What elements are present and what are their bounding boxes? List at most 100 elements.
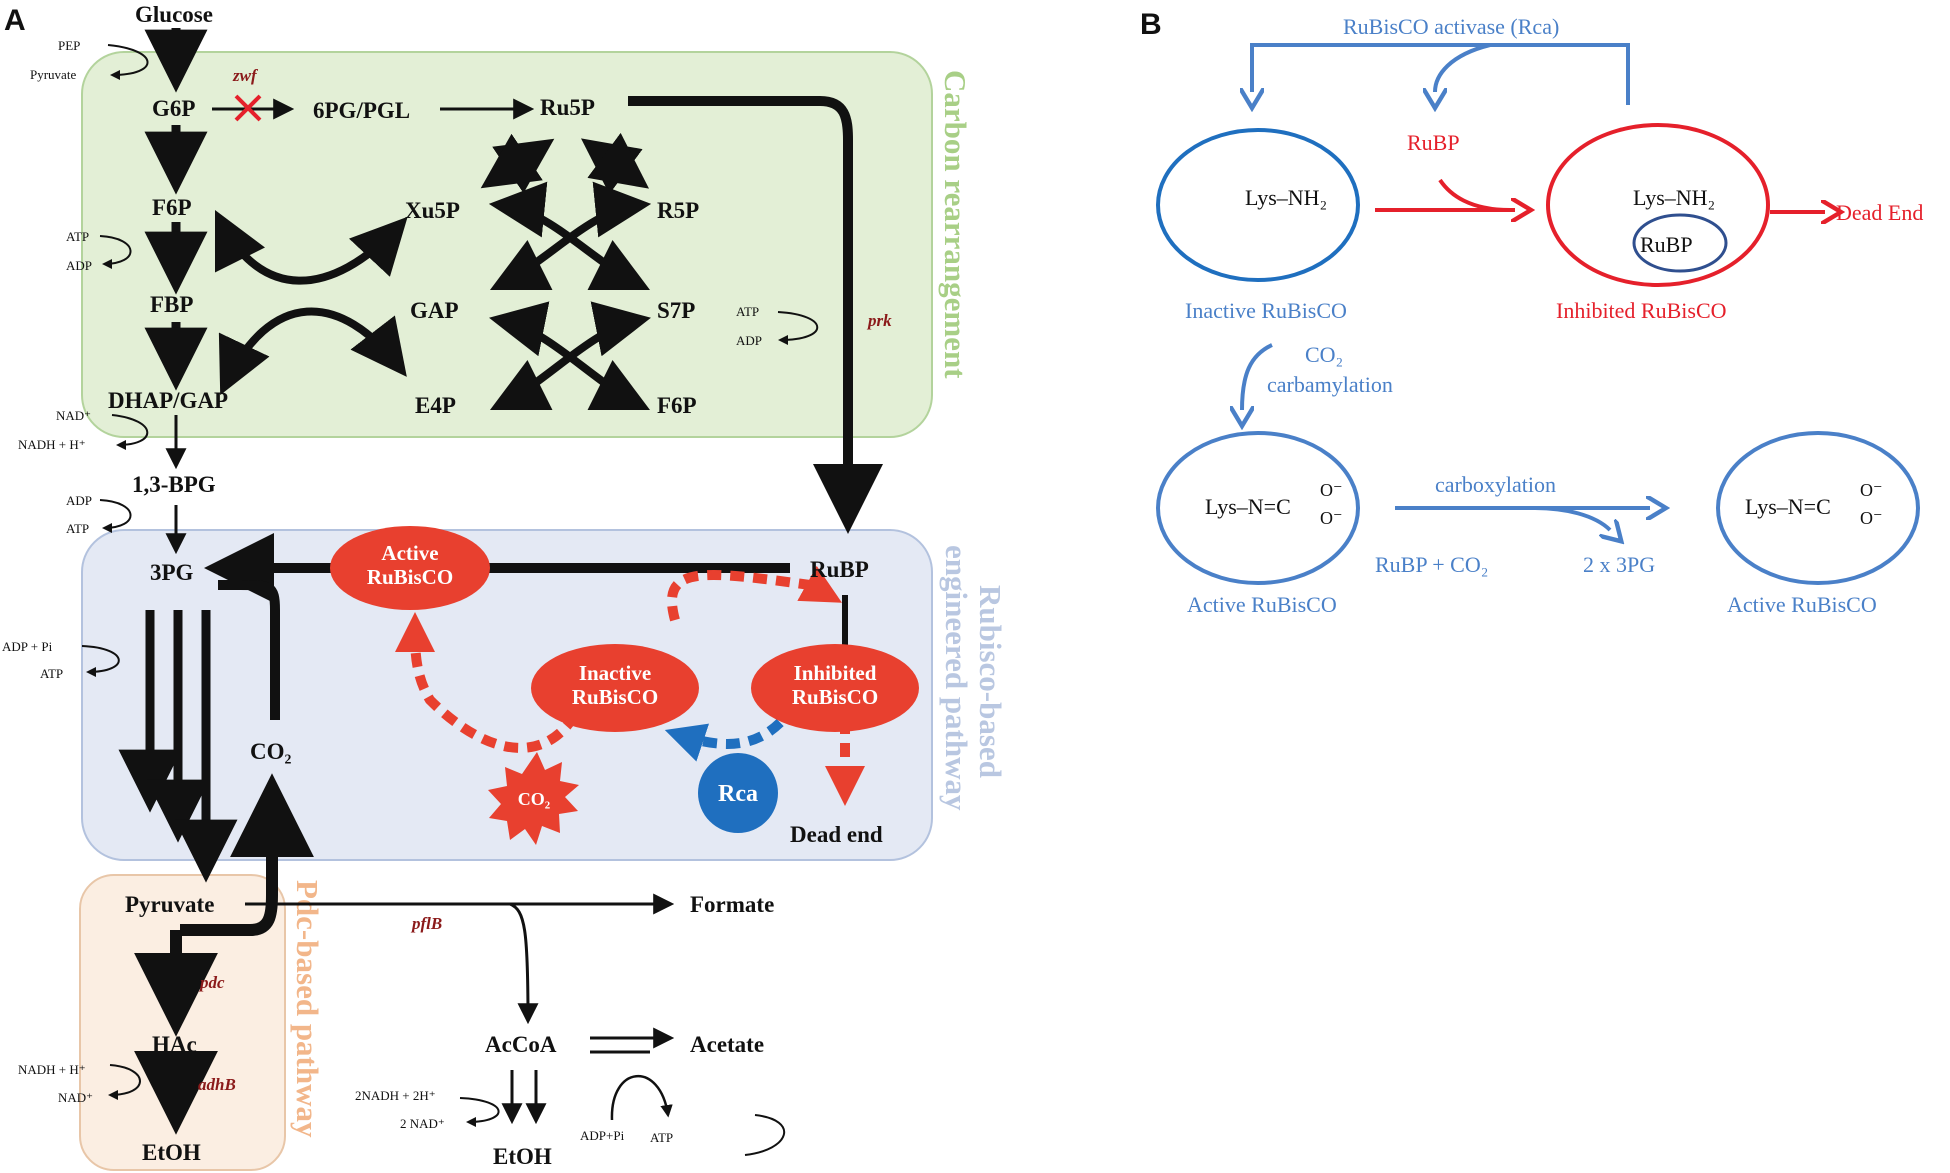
inactive-rubisco-ellipse: [1156, 128, 1360, 282]
atp-1-label: ATP: [66, 229, 89, 244]
rubp-co2-label: RuBP + CO₂: [1375, 552, 1488, 577]
adhb-gene-label: adhB: [198, 1075, 236, 1094]
active-rubisco-b-label-1: Active RuBisCO: [1187, 592, 1337, 617]
formate-label: Formate: [690, 892, 774, 917]
rubp-red-label: RuBP: [1407, 130, 1460, 155]
pyruvate-label: Pyruvate: [125, 892, 214, 917]
e4p-label: E4P: [415, 393, 456, 418]
xu5p-label: Xu5P: [405, 198, 460, 223]
adp-prk-label: ADP: [736, 333, 762, 348]
panel-b-label: B: [1140, 8, 1162, 41]
inhibited-rubisco-label-1: Inhibited: [794, 661, 877, 685]
active-rubisco-label-2: RuBisCO: [367, 565, 453, 589]
lys-carb-2-label: Lys–N=C: [1745, 494, 1831, 519]
dead-end-b-label: Dead End: [1836, 200, 1923, 225]
inhibited-rubisco-ellipse: [1546, 123, 1770, 287]
bpg-label: 1,3-BPG: [132, 472, 216, 497]
co2-b-label: CO₂: [1305, 342, 1343, 367]
rca-node: [698, 753, 778, 833]
pep-label: PEP: [58, 38, 80, 53]
rubp-inner-ellipse: [1632, 213, 1728, 273]
prk-gene-label: prk: [866, 311, 892, 330]
co2-burst-icon: [488, 752, 579, 845]
red-arrows: [1375, 178, 1825, 212]
byproduct-arrows: [245, 893, 675, 1127]
pdc-gene-label: pdc: [198, 973, 225, 992]
active-rubisco-b-label-2: Active RuBisCO: [1727, 592, 1877, 617]
inactive-rubisco-b-label: Inactive RuBisCO: [1185, 298, 1347, 323]
nad-pdc-label: NAD⁺: [58, 1090, 93, 1105]
acetate-label: Acetate: [690, 1032, 764, 1057]
nadh-pdc-label: NADH + H⁺: [18, 1062, 86, 1077]
rubisco-arrows: [180, 533, 848, 936]
active-rubisco-ellipse-1: [1156, 431, 1360, 585]
pdc-pathway-label: Pdc-based pathway: [290, 880, 325, 1138]
pflb-gene-label: pflB: [410, 914, 442, 933]
dead-end-label: Dead end: [790, 822, 883, 847]
inhibited-rubisco-label-2: RuBisCO: [792, 685, 878, 709]
r5p-label: R5P: [657, 198, 699, 223]
pdc-pathway-region: [79, 874, 286, 1171]
rca-activase-label: RuBisCO activase (Rca): [1343, 14, 1559, 39]
inactive-rubisco-label-1: Inactive: [579, 661, 651, 685]
active-rubisco-ellipse-2: [1716, 431, 1920, 585]
hac-label: HAc: [152, 1032, 197, 1057]
o-top-label: O⁻: [1320, 480, 1343, 500]
cofactor-arcs: [81, 44, 800, 1155]
accoa-label: AcCoA: [485, 1032, 557, 1057]
co2-burst-label: CO₂: [518, 789, 550, 809]
2x3pg-label: 2 x 3PG: [1583, 552, 1655, 577]
glucose-label: Glucose: [135, 2, 213, 27]
gap-label: GAP: [410, 298, 459, 323]
zwf-gene-label: zwf: [232, 66, 259, 85]
inactive-rubisco-node: [531, 644, 699, 732]
co2-label: CO₂: [250, 739, 292, 764]
zwf-knockout-icon: [234, 94, 262, 122]
nad-1-label: NAD⁺: [56, 408, 91, 423]
rca-label: Rca: [718, 781, 758, 807]
g6p-label: G6P: [152, 96, 195, 121]
rubp-label: RuBP: [810, 557, 869, 582]
glycolysis-arrows: [118, 28, 238, 1135]
rubisco-pathway-label-2: engineered pathway: [939, 545, 974, 811]
inhibited-rubisco-node: [751, 644, 919, 732]
pyruvate-small-label: Pyruvate: [30, 67, 76, 82]
inhibited-rubisco-b-label: Inhibited RuBisCO: [1556, 298, 1727, 323]
active-rubisco-label-1: Active: [381, 541, 438, 565]
2nad-label: 2 NAD⁺: [400, 1116, 445, 1131]
ru5p-label: Ru5P: [540, 95, 595, 120]
adp-pi-byproduct-label: ADP+Pi: [580, 1128, 625, 1143]
carbamylation-label: carbamylation: [1267, 372, 1393, 397]
s7p-label: S7P: [657, 298, 695, 323]
2nadh-label: 2NADH + 2H⁺: [355, 1088, 436, 1103]
etoh-pdc-label: EtOH: [142, 1140, 201, 1165]
active-rubisco-node: [330, 526, 490, 610]
rubp-inner-label: RuBP: [1640, 232, 1693, 257]
carbon-rearrangement-label: Carbon rearrangement: [938, 70, 973, 379]
adp-pi-label: ADP + Pi: [2, 639, 53, 654]
6pg-pgl-label: 6PG/PGL: [313, 98, 410, 123]
nadh-1-label: NADH + H⁺: [18, 437, 86, 452]
o-bottom-2-label: O⁻: [1860, 508, 1883, 528]
inactive-rubisco-label-2: RuBisCO: [572, 685, 658, 709]
atp-3-label: ATP: [40, 666, 63, 681]
fbp-label: FBP: [150, 292, 193, 317]
atp-byproduct-label: ATP: [650, 1130, 673, 1145]
3pg-label: 3PG: [150, 560, 194, 585]
lys-carb-label: Lys–N=C: [1205, 494, 1291, 519]
carboxylation-label: carboxylation: [1435, 472, 1556, 497]
atp-prk-label: ATP: [736, 304, 759, 319]
ppp-arrows: [212, 96, 883, 534]
adp-2-label: ADP: [66, 493, 92, 508]
dhap-gap-label: DHAP/GAP: [108, 388, 228, 413]
lys-nh2-inhibited-label: Lys–NH₂: [1633, 185, 1715, 210]
rubisco-pathway-label-1: Rubisco-based: [973, 585, 1008, 778]
f6p-label: F6P: [152, 195, 192, 220]
f6p-2-label: F6P: [657, 393, 697, 418]
atp-2-label: ATP: [66, 521, 89, 536]
etoh-byproduct-label: EtOH: [493, 1144, 552, 1169]
rca-bracket-arrows: [1242, 43, 1650, 530]
o-bottom-label: O⁻: [1320, 508, 1343, 528]
adp-1-label: ADP: [66, 258, 92, 273]
